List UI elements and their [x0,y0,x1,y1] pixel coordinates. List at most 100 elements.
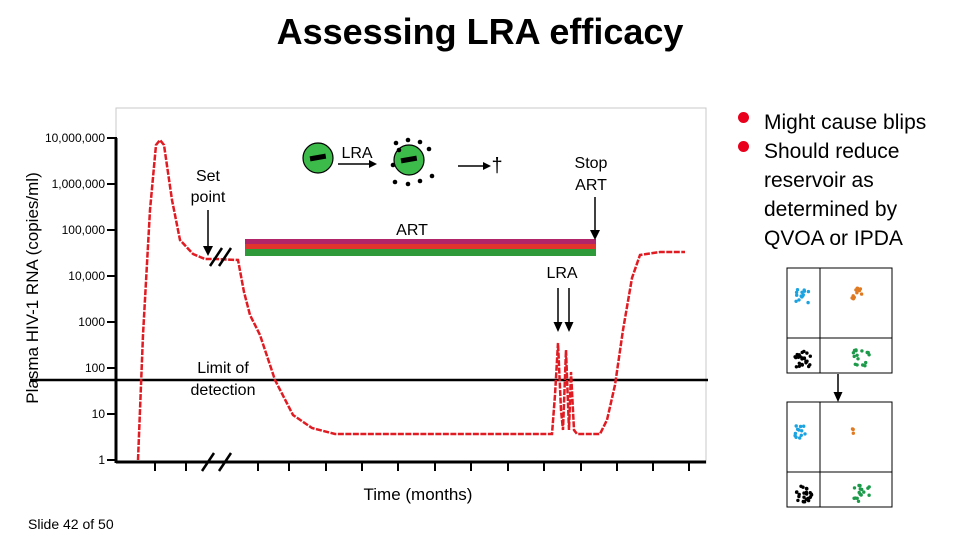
y-tick-label: 100,000 [62,223,106,237]
activated-cell-icon [390,137,435,187]
scatter-dot-black [804,361,808,365]
y-tick-label: 1,000,000 [52,177,106,191]
dagger-symbol: † [491,155,502,177]
lra-dose-arrows [553,288,574,332]
limit-of-detection-label-2: detection [191,382,256,399]
scatter-dot-black [805,351,809,355]
scatter-dot-orange [852,295,856,300]
axis-break-top [208,247,233,267]
scatter-dot-black [805,487,809,491]
x-axis-label: Time (months) [364,485,473,504]
slide-number: Slide 42 of 50 [28,516,114,532]
scatter-dot-blue [795,427,800,431]
scatter-dot-black [802,356,807,361]
scatter-dot-blue [800,429,804,433]
scatter-dot-green [867,485,871,489]
scatter-dot-blue [794,299,798,303]
virion-dot [426,146,432,152]
scatter-dot-black [802,491,806,495]
scatter-dot-blue [801,294,805,298]
virion-dot [429,173,435,179]
scatter-dot-black [793,355,797,359]
reservoir-plot-before [786,267,893,374]
virion-dot [390,162,396,168]
y-tick-label: 10 [92,407,106,421]
set-point-label-1: Set [196,168,221,185]
scatter-dot-orange [855,291,859,295]
scatter-dot-green [854,348,858,352]
stop-art-arrow [590,197,600,240]
scatter-dot-blue [806,289,811,294]
scatter-dot-black [794,490,799,494]
scatter-dot-green [855,353,859,357]
y-tick-label: 1000 [78,315,105,329]
y-tick-group: 10,000,000 1,000,000 100,000 10,000 1000 100 1… [45,131,117,467]
lra-top-label: LRA [341,145,372,162]
scatter-dot-blue [797,298,801,302]
virion-dot [393,140,399,146]
scatter-dot-blue [793,431,798,436]
scatter-dot-blue [798,424,803,429]
y-axis-label: Plasma HIV-1 RNA (copies/ml) [23,172,42,403]
lra-lower-label: LRA [546,265,577,282]
cell-death-arrow [458,162,491,170]
stop-art-label-2: ART [575,177,607,194]
scatter-dot-green [852,486,857,490]
scatter-dot-green [861,363,865,367]
scatter-dot-black [800,363,804,367]
scatter-dot-black [797,494,801,499]
scatter-dot-orange [855,286,860,290]
scatter-dot-blue [794,290,799,295]
virion-dot [417,139,423,145]
y-tick-label: 1 [98,453,105,467]
scatter-dot-orange [857,288,862,293]
scatter-dot-green [859,493,863,497]
scatter-dot-blue [802,424,806,428]
scatter-dot-blue [806,300,810,305]
scatter-dot-green [865,350,869,355]
art-bar-stripe-3 [245,249,596,256]
reservoir-scatter-dots [793,286,871,504]
scatter-dot-green [860,349,864,353]
scatter-dot-black [802,495,806,499]
scatter-dot-green [864,360,868,365]
virion-dot [396,147,402,153]
art-bar-stripe-2 [245,244,596,250]
scatter-dot-blue [803,432,807,436]
latent-cell-icon [302,142,334,174]
limit-of-detection-label-1: Limit of [197,360,249,377]
bullet-list: Might cause blips Should reduce reservoi… [736,108,960,253]
scatter-dot-orange [859,292,864,296]
bullet-should-reduce-reservoir: Should reduce reservoir as determined by… [736,137,960,253]
scatter-dot-blue [798,436,802,440]
scatter-dot-black [808,354,812,358]
scatter-dot-green [858,487,862,491]
y-tick-label: 10,000 [68,269,105,283]
scatter-dot-black [801,500,806,504]
scatter-dot-green [862,490,866,494]
scatter-dot-green [858,483,862,488]
scatter-dot-black [802,349,806,354]
reservoir-plot-after [786,401,893,508]
scatter-dot-blue [802,289,807,293]
scatter-dot-green [853,496,857,500]
y-tick-label: 10,000,000 [45,131,105,145]
scatter-dot-black [808,495,812,500]
virion-dot [392,179,398,185]
scatter-dot-blue [795,293,799,297]
scatter-dot-orange [851,427,855,432]
scatter-dot-black [796,498,800,503]
scatter-dot-black [797,361,801,365]
scatter-dot-green [855,363,859,367]
x-tick-group [154,462,690,471]
y-tick-label: 100 [85,361,105,375]
axis-break-bottom [200,452,233,472]
scatter-dot-black [797,364,801,368]
scatter-dot-green [856,357,860,361]
scatter-dot-green [856,499,861,503]
scatter-dot-black [808,363,812,367]
scatter-dot-blue [794,435,798,439]
scatter-dot-blue [794,424,798,428]
art-label: ART [396,222,428,239]
